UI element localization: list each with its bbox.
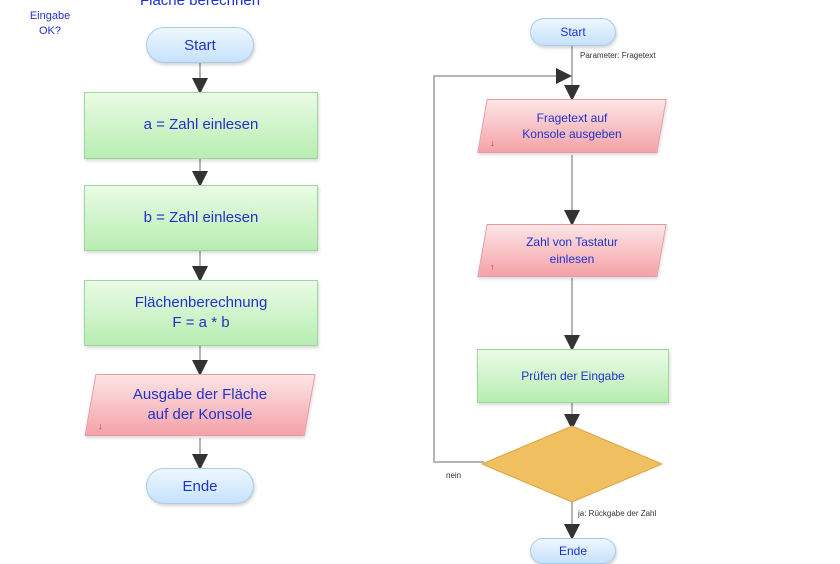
right-step-check-input: Prüfen der Eingabe — [477, 349, 669, 403]
right-output-label: Fragetext auf Konsole ausgeben — [522, 110, 622, 141]
left-start-terminal: Start — [146, 27, 254, 63]
right-input-label: Zahl von Tastatur einlesen — [526, 235, 618, 266]
left-output-io: Ausgabe der Fläche auf der Konsole ↓ — [84, 374, 316, 436]
right-input-io: Zahl von Tastatur einlesen ↑ — [477, 224, 667, 277]
right-output-io: Fragetext auf Konsole ausgeben ↓ — [477, 99, 667, 153]
left-step-read-b: b = Zahl einlesen — [84, 185, 318, 251]
left-end-terminal: Ende — [146, 468, 254, 504]
decision-return-label: ja: Rückgabe der Zahl — [578, 509, 657, 518]
right-end-terminal: Ende — [530, 538, 616, 564]
right-output-marker-icon: ↓ — [490, 138, 495, 148]
left-step-read-a: a = Zahl einlesen — [84, 92, 318, 159]
left-flow-title: Fläche berechnen — [139, 0, 261, 9]
left-output-marker-icon: ↓ — [98, 421, 103, 431]
left-step-calc-area: Flächenberechnung F = a * b — [84, 280, 318, 346]
right-input-marker-icon: ↑ — [490, 262, 495, 272]
right-flow-connectors — [433, 44, 580, 540]
left-output-label: Ausgabe der Fläche auf der Konsole — [132, 385, 268, 423]
decision-no-label: nein — [446, 471, 462, 480]
decision-diamond — [480, 425, 664, 503]
param-label: Parameter: Fragetext — [580, 51, 656, 60]
decision-label: Eingabe OK? — [29, 10, 71, 37]
right-start-terminal: Start — [530, 18, 616, 46]
